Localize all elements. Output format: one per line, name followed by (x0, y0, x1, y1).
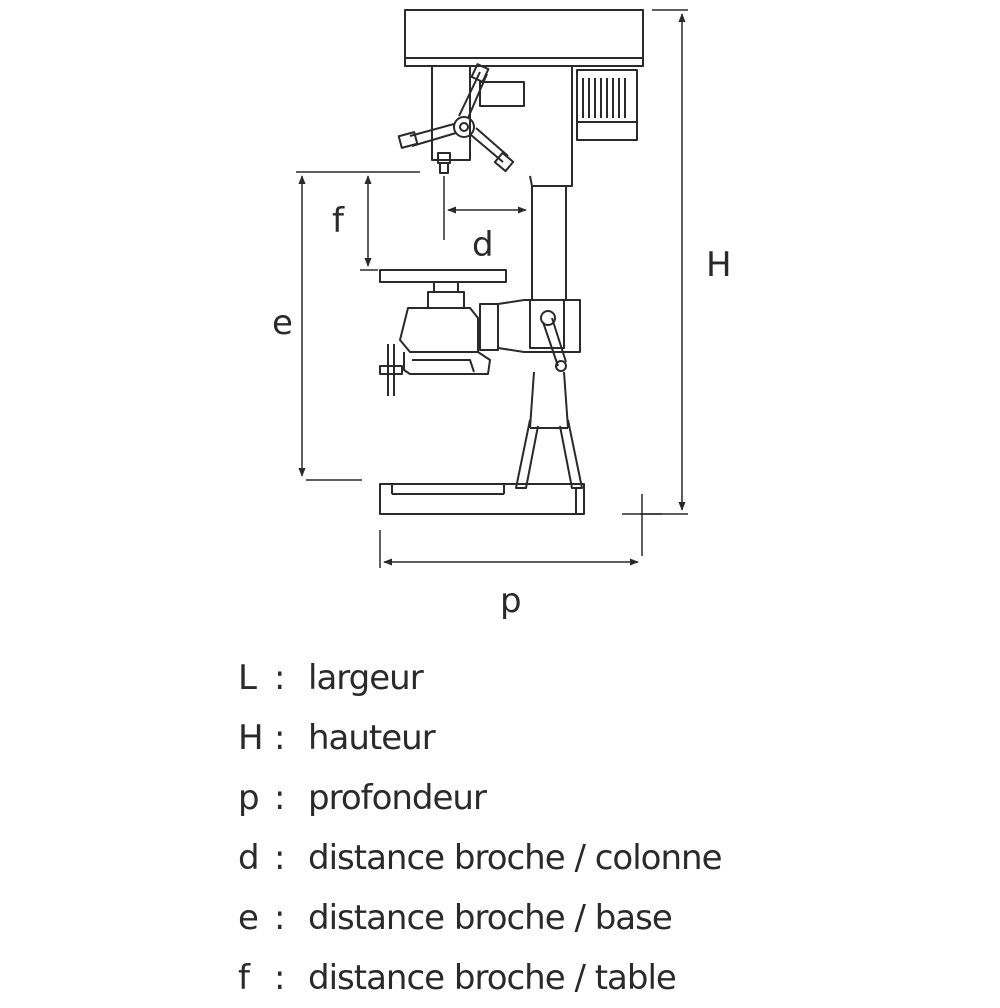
dimension-label-f: f (332, 201, 345, 241)
dimension-label-p: p (500, 581, 522, 620)
drill-press-drawing (379, 9, 644, 515)
legend-letter: L (238, 658, 257, 698)
legend-separator: : (274, 718, 285, 758)
legend-text: distance broche / colonne (308, 838, 722, 878)
legend-text: distance broche / table (308, 958, 677, 998)
legend-letter: e (238, 898, 259, 938)
legend-item-e: e : distance broche / base (238, 888, 721, 948)
legend-text: hauteur (308, 718, 436, 758)
legend-separator: : (274, 778, 285, 818)
column-base (515, 419, 583, 489)
legend-text: profondeur (308, 778, 487, 818)
dimension-label-d: d (472, 225, 494, 265)
legend-separator: : (274, 898, 285, 938)
legend-text: largeur (308, 658, 424, 698)
legend-item-L: L : largeur (238, 648, 721, 708)
legend-text: distance broche / base (308, 898, 673, 938)
dimension-legend: L : largeur H : hauteur p : profondeur d… (238, 648, 722, 1008)
legend-letter: d (238, 838, 260, 878)
dimension-label-e: e (272, 303, 293, 343)
legend-separator: : (274, 658, 285, 698)
work-table (379, 269, 507, 309)
legend-item-H: H : hauteur (238, 708, 721, 768)
legend-item-p: p : profondeur (238, 768, 721, 828)
spindle (437, 152, 451, 174)
base-plate (379, 483, 585, 515)
legend-separator: : (274, 838, 285, 878)
column (529, 186, 569, 429)
crank-handle (540, 310, 567, 372)
legend-item-f: f : distance broche / table (238, 948, 721, 1008)
table-bracket (399, 299, 581, 375)
vice-handle (379, 344, 403, 396)
legend-letter: f (238, 958, 250, 998)
legend-letter: H (238, 718, 264, 758)
legend-item-d: d : distance broche / colonne (238, 828, 722, 888)
legend-letter: p (238, 778, 260, 818)
dimension-lines (296, 9, 688, 568)
drill-press-diagram: H e f d p (272, 9, 732, 620)
dimension-label-H: H (706, 245, 732, 285)
feed-handles (397, 63, 515, 173)
legend-separator: : (274, 958, 285, 998)
motor (576, 69, 638, 141)
